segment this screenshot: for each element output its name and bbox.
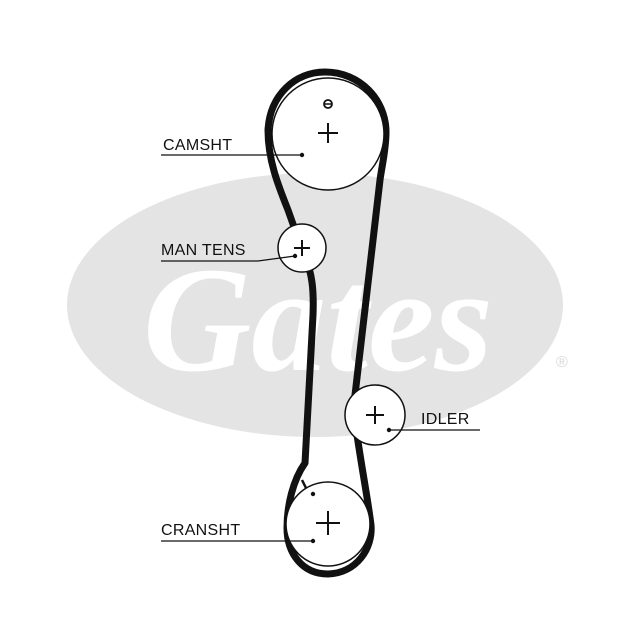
camshaft-timing-mark-icon [323,99,333,109]
crankshaft-timing-mark-icon [300,479,308,489]
camshaft-center-cross [318,123,338,143]
timing-belt [264,68,390,578]
leader-lines [161,152,480,544]
label-crankshaft: CRANSHT [161,522,240,539]
camshaft-pulley [271,77,385,191]
leader-dot-crankshaft [310,538,316,544]
idler-center-cross [366,406,384,424]
label-tensioner: MAN TENS [161,242,246,259]
leader-dot-tensioner [292,253,298,259]
crankshaft-center-cross [316,511,340,535]
tensioner-center-cross [294,240,310,256]
label-camshaft: CAMSHT [163,137,232,154]
idler-pulley [344,384,406,446]
tensioner-pulley [277,223,327,273]
leader-dot-idler [386,427,392,433]
crankshaft-pulley [285,479,371,567]
label-idler: IDLER [421,411,470,428]
gates-logo-watermark: Gates ® [67,173,568,437]
leader-dot-camshaft [299,152,305,158]
leader-line-tensioner [161,255,296,262]
registered-mark: ® [556,354,568,371]
crankshaft-timing-dot-icon [310,491,316,497]
